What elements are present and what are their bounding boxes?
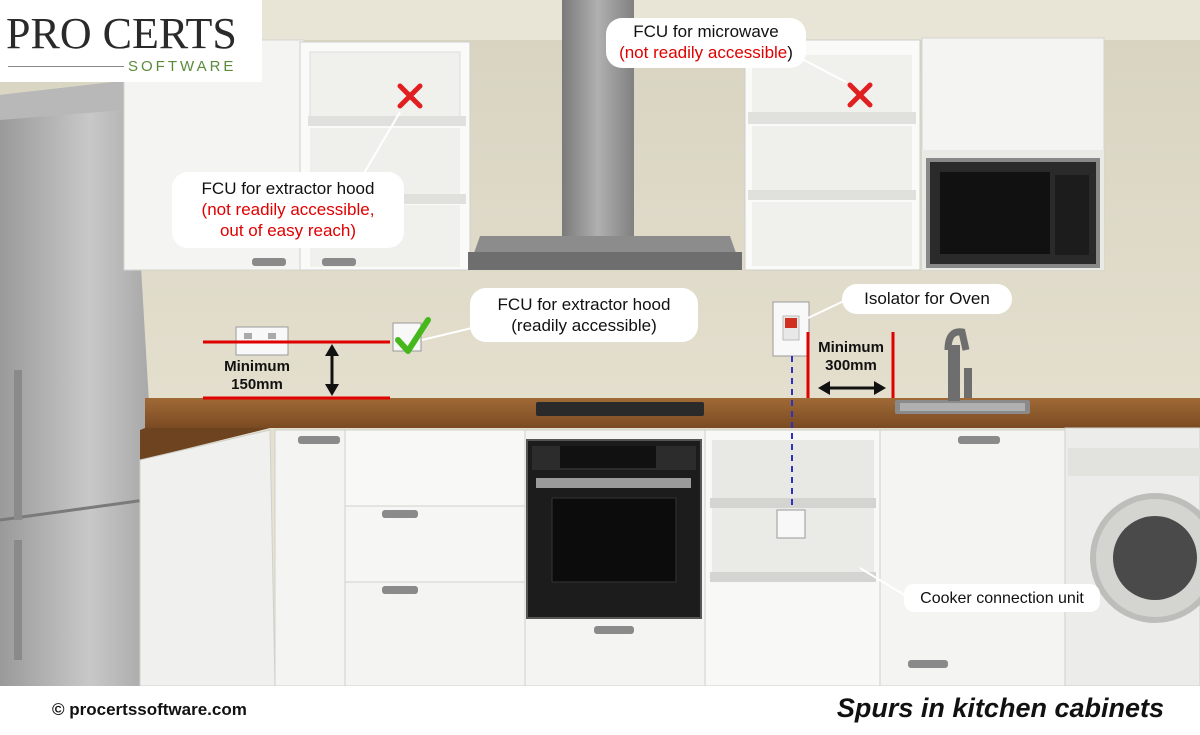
extractor-hood — [468, 0, 742, 270]
dimension-min300 — [806, 332, 895, 398]
leader-line-hood-lower — [421, 327, 473, 341]
caption: Spurs in kitchen cabinets — [836, 693, 1164, 723]
callout-line-tail: ) — [787, 43, 793, 62]
callout-isolator: Isolator for Oven — [842, 284, 1012, 314]
tap — [944, 328, 972, 401]
leader-line-hood-upper — [359, 111, 401, 181]
callout-line-red: (not readily accessible, — [201, 200, 375, 219]
callout-line: FCU for microwave — [633, 22, 779, 41]
oven — [526, 439, 702, 619]
logo-rule — [8, 66, 124, 67]
callout-fcu-hood-upper: FCU for extractor hood (not readily acce… — [172, 172, 404, 248]
logo: PRO CERTS SOFTWARE — [0, 0, 262, 82]
callout-line-red: (not readily accessible — [619, 43, 788, 62]
dimension-min150 — [203, 340, 390, 400]
callout-line: (readily accessible) — [511, 316, 657, 335]
dimension-label-line: Minimum — [224, 358, 290, 375]
cross-icon — [397, 83, 423, 109]
dimension-label-min150: Minimum 150mm — [214, 358, 300, 394]
cross-icon — [847, 82, 873, 108]
isolator-switch — [772, 301, 810, 357]
cooker-connection-unit — [776, 509, 806, 539]
callout-cooker: Cooker connection unit — [904, 584, 1100, 612]
callout-fcu-microwave: FCU for microwave (not readily accessibl… — [606, 18, 806, 68]
worktop — [140, 398, 1200, 460]
dimension-label-line: Minimum — [818, 339, 884, 356]
microwave — [926, 158, 1100, 268]
callout-line: FCU for extractor hood — [497, 295, 671, 314]
logo-text: PRO CERTS — [6, 9, 237, 58]
dimension-label-line: 300mm — [825, 357, 877, 374]
copyright-text: © procertssoftware.com — [52, 700, 247, 719]
leader-line-isolator — [807, 299, 847, 319]
callout-line: Isolator for Oven — [864, 289, 990, 308]
callout-line: Cooker connection unit — [920, 590, 1084, 607]
dimension-label-min300: Minimum 300mm — [810, 339, 892, 375]
check-icon — [395, 317, 431, 354]
leader-line-cooker — [859, 567, 907, 597]
dimension-label-line: 150mm — [231, 376, 283, 393]
callout-fcu-hood-lower: FCU for extractor hood (readily accessib… — [470, 288, 698, 342]
callout-line-red: out of easy reach) — [219, 221, 357, 240]
logo-subtext: SOFTWARE — [128, 58, 237, 75]
footer — [0, 686, 1200, 735]
washing-machine — [1064, 427, 1200, 687]
callout-line: FCU for extractor hood — [201, 179, 375, 198]
leader-line-microwave — [799, 57, 847, 83]
fridge — [0, 80, 150, 686]
